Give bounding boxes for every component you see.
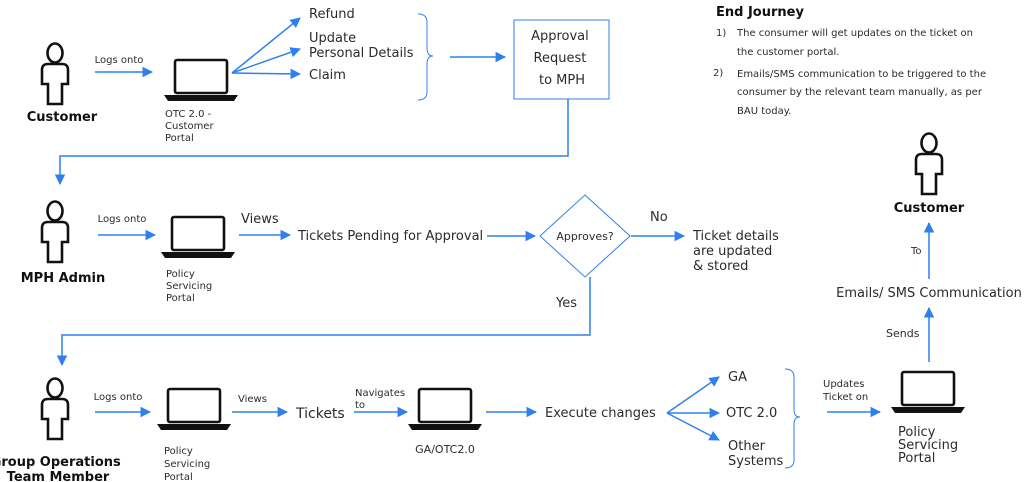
logs-onto-label-3: Logs onto [94, 392, 143, 403]
mph-admin-person-icon [40, 200, 70, 264]
updates-ticket-label: Updates Ticket on [822, 379, 868, 403]
mph-portal-laptop-icon [159, 215, 237, 260]
customer-portal-laptop-icon [162, 58, 240, 103]
arrow-to-ga [666, 376, 720, 414]
execute-changes-label: Execute changes [545, 406, 656, 421]
option-update: Update Personal Details [309, 31, 414, 61]
end-journey-item-1: The consumer will get updates on the tic… [736, 28, 976, 58]
yes-label: Yes [555, 296, 577, 311]
options-bracket [417, 13, 434, 101]
group-ops-person-icon [40, 377, 70, 441]
arrow-approval-to-mph-admin [54, 99, 569, 186]
ga-otc-label: GA/OTC2.0 [415, 443, 475, 456]
option-refund: Refund [309, 7, 355, 22]
logs-onto-label-2: Logs onto [98, 214, 147, 225]
approves-decision-label: Approves? [556, 230, 614, 243]
end-journey-title: End Journey [716, 5, 804, 20]
ticket-details-stored-label: Ticket details are updated & stored [692, 229, 783, 274]
end-journey-item-2-num: 2) [713, 68, 723, 79]
arrow-to-update [231, 47, 301, 74]
sends-label: Sends [886, 327, 920, 340]
end-journey-item-2: Emails/SMS communication to be triggered… [737, 69, 989, 117]
arrow-to-other-systems [666, 412, 720, 441]
final-portal-laptop-icon [889, 370, 967, 415]
customer-portal-label: OTC 2.0 - Customer Portal [165, 109, 217, 144]
option-claim: Claim [309, 68, 346, 83]
end-journey-item-1-num: 1) [716, 28, 726, 39]
system-ga: GA [728, 370, 747, 385]
views-label-3: Views [238, 394, 267, 405]
tickets-pending-label: Tickets Pending for Approval [297, 229, 483, 244]
tickets-label: Tickets [295, 406, 345, 422]
arrow-to-refund [231, 17, 301, 74]
actor-mph-admin-label: MPH Admin [21, 271, 106, 286]
approves-decision-diamond [539, 194, 631, 278]
system-otc: OTC 2.0 [726, 406, 777, 421]
actor-customer-label: Customer [27, 110, 98, 125]
arrow-yes-to-group-ops [56, 277, 591, 367]
approval-request-box [513, 19, 610, 100]
ga-otc-laptop-icon [406, 387, 484, 432]
group-ops-portal-label: Policy Servicing Portal [164, 446, 213, 482]
final-portal-label: Policy Servicing Portal [898, 425, 962, 466]
to-label: To [910, 246, 922, 257]
logs-onto-label-1: Logs onto [95, 55, 144, 66]
actor-group-ops-label: Group Operations Team Member [0, 455, 125, 482]
navigates-to-label: Navigates to [355, 388, 408, 411]
arrow-to-claim [231, 68, 302, 80]
systems-bracket [784, 368, 801, 469]
final-customer-label: Customer [894, 201, 965, 216]
customer-person-icon [40, 42, 70, 106]
comms-label: Emails/ SMS Communication [836, 286, 1022, 301]
final-customer-person-icon [914, 132, 944, 196]
group-ops-portal-laptop-icon [155, 387, 233, 432]
mph-portal-label: Policy Servicing Portal [166, 269, 215, 304]
views-label-2: Views [241, 212, 279, 227]
no-label: No [650, 210, 668, 225]
system-other: Other Systems [728, 439, 783, 469]
approval-request-label: Approval Request to MPH [531, 29, 593, 88]
